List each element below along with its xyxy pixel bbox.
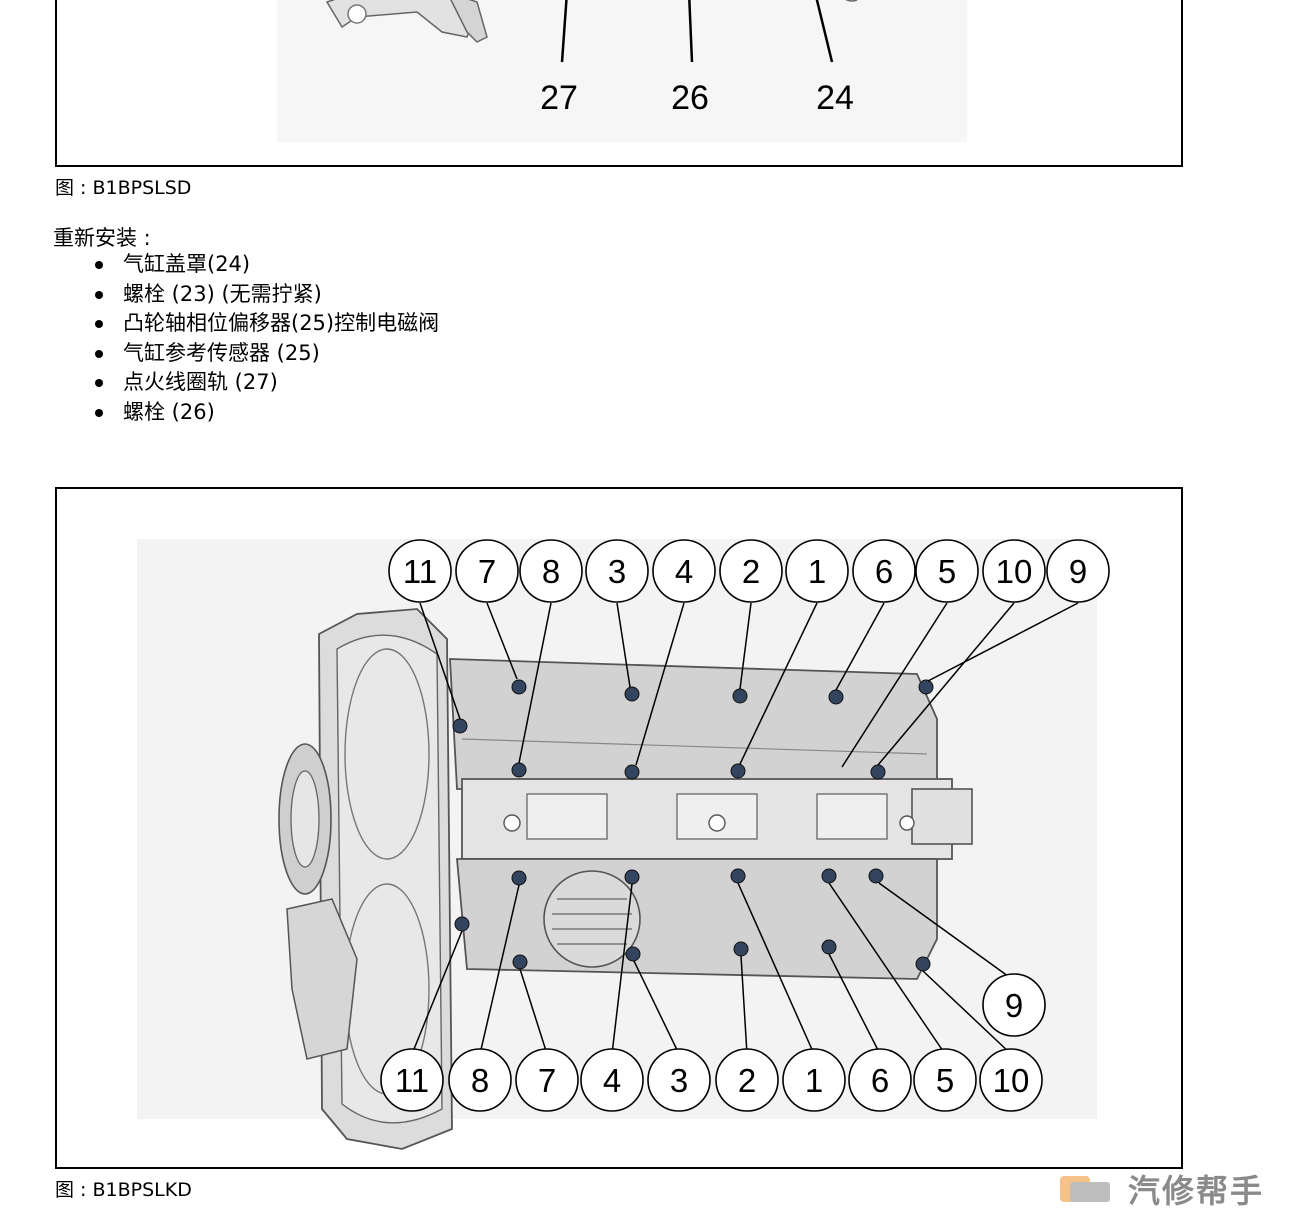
side-callout-9: 9 [1005, 987, 1023, 1024]
reinstall-list: 气缸盖罩(24) 螺栓 (23) (无需拧紧) 凸轮轴相位偏移器(25)控制电磁… [94, 250, 439, 428]
bottom-callout-6: 6 [871, 1062, 889, 1099]
list-item: 凸轮轴相位偏移器(25)控制电磁阀 [94, 309, 439, 339]
callout-24: 24 [816, 79, 854, 117]
list-item: 点火线圈轨 (27) [94, 368, 439, 398]
top-callout-10: 10 [996, 553, 1033, 590]
figure-2-frame: 11 7 8 3 4 2 1 6 5 10 9 9 11 8 7 4 [55, 487, 1183, 1169]
cylinder-head-cover-diagram: 11 7 8 3 4 2 1 6 5 10 9 9 11 8 7 4 [137, 539, 1110, 1150]
watermark-logo-icon [1060, 1176, 1110, 1202]
bottom-callout-10: 10 [993, 1062, 1030, 1099]
bottom-callout-2: 2 [738, 1062, 756, 1099]
bottom-callout-5: 5 [936, 1062, 954, 1099]
figure-2-caption: 图 : B1BPSLKD [55, 1179, 192, 1201]
top-callout-9: 9 [1069, 553, 1087, 590]
bottom-callout-11: 11 [395, 1062, 429, 1099]
top-callout-11: 11 [403, 553, 437, 590]
bottom-callout-7: 7 [538, 1062, 556, 1099]
top-callout-8: 8 [542, 553, 560, 590]
top-callout-1: 1 [808, 553, 826, 590]
top-callout-3: 3 [608, 553, 626, 590]
list-item: 螺栓 (26) [94, 398, 439, 428]
callout-27: 27 [540, 79, 578, 117]
top-callout-7: 7 [478, 553, 496, 590]
list-item: 气缸参考传感器 (25) [94, 339, 439, 369]
list-item: 气缸盖罩(24) [94, 250, 439, 280]
bottom-callout-8: 8 [471, 1062, 489, 1099]
figure-1-frame: 27 26 24 [55, 0, 1183, 167]
figure-1-illustration: 27 26 24 [277, 0, 967, 142]
callout-26: 26 [671, 79, 709, 117]
watermark-text: 汽修帮手 [1128, 1172, 1265, 1210]
figure-1-caption: 图 : B1BPSLSD [55, 177, 192, 199]
bottom-callout-1: 1 [805, 1062, 823, 1099]
top-callout-5: 5 [938, 553, 956, 590]
list-item: 螺栓 (23) (无需拧紧) [94, 280, 439, 310]
bottom-callout-4: 4 [603, 1062, 621, 1099]
top-callout-6: 6 [875, 553, 893, 590]
top-callout-4: 4 [675, 553, 693, 590]
top-callout-2: 2 [742, 553, 760, 590]
bottom-callout-3: 3 [670, 1062, 688, 1099]
reinstall-heading: 重新安装 : [53, 226, 151, 250]
